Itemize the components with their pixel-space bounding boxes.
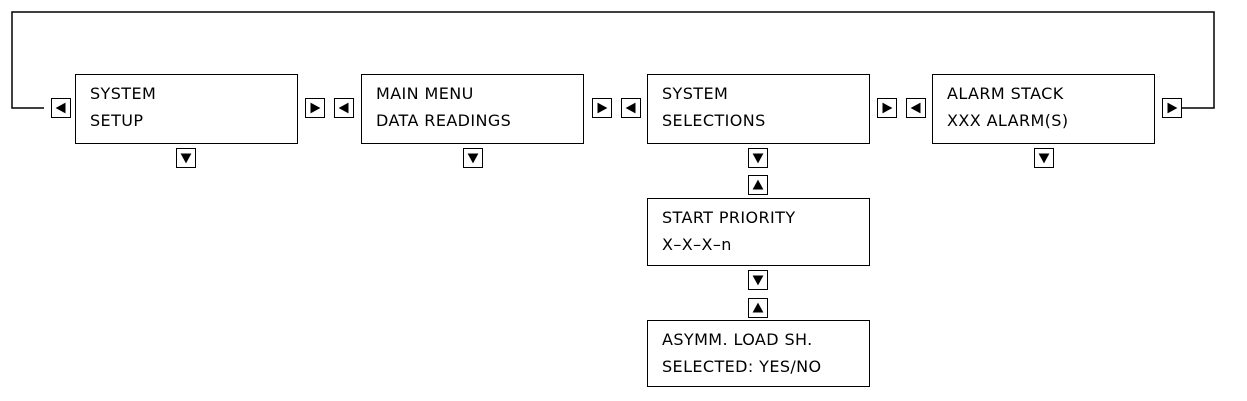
- screen-start-priority: START PRIORITY X–X–X–n: [647, 198, 870, 266]
- left-arrow-button[interactable]: [906, 98, 926, 118]
- left-arrow-button[interactable]: [51, 98, 71, 118]
- down-arrow-button[interactable]: [176, 148, 196, 168]
- screen-line: XXX ALARM(S): [947, 111, 1069, 130]
- screen-line: SETUP: [90, 111, 144, 130]
- down-arrow-icon: [752, 275, 764, 286]
- screen-line: ASYMM. LOAD SH.: [662, 330, 813, 349]
- wrap-around-connector: [11, 11, 1215, 109]
- down-arrow-button[interactable]: [748, 270, 768, 290]
- screen-line: X–X–X–n: [662, 235, 732, 254]
- right-arrow-icon: [597, 102, 608, 114]
- screen-main-menu: MAIN MENU DATA READINGS: [361, 74, 584, 144]
- right-arrow-icon: [310, 102, 321, 114]
- down-arrow-button[interactable]: [1034, 148, 1054, 168]
- screen-asymm-load: ASYMM. LOAD SH. SELECTED: YES/NO: [647, 320, 870, 387]
- down-arrow-button[interactable]: [463, 148, 483, 168]
- left-arrow-icon: [55, 102, 66, 114]
- down-arrow-button[interactable]: [748, 148, 768, 168]
- right-arrow-button[interactable]: [592, 98, 612, 118]
- up-arrow-button[interactable]: [748, 298, 768, 318]
- screen-line: SYSTEM: [662, 84, 729, 103]
- screen-alarm-stack: ALARM STACK XXX ALARM(S): [932, 74, 1155, 144]
- left-arrow-icon: [338, 102, 349, 114]
- down-arrow-icon: [467, 153, 479, 164]
- screen-system-selections: SYSTEM SELECTIONS: [647, 74, 870, 144]
- up-arrow-button[interactable]: [748, 175, 768, 195]
- left-arrow-icon: [625, 102, 636, 114]
- down-arrow-icon: [752, 153, 764, 164]
- right-arrow-button[interactable]: [305, 98, 325, 118]
- down-arrow-icon: [180, 153, 192, 164]
- left-arrow-icon: [910, 102, 921, 114]
- screen-line: DATA READINGS: [376, 111, 512, 130]
- screen-line: SELECTED: YES/NO: [662, 357, 822, 376]
- right-arrow-button[interactable]: [877, 98, 897, 118]
- screen-system-setup: SYSTEM SETUP: [75, 74, 298, 144]
- right-arrow-icon: [882, 102, 893, 114]
- right-arrow-button[interactable]: [1162, 98, 1182, 118]
- up-arrow-icon: [752, 302, 764, 313]
- screen-line: MAIN MENU: [376, 84, 474, 103]
- screen-line: START PRIORITY: [662, 208, 796, 227]
- screen-line: SELECTIONS: [662, 111, 766, 130]
- left-arrow-button[interactable]: [334, 98, 354, 118]
- up-arrow-icon: [752, 179, 764, 190]
- left-arrow-button[interactable]: [621, 98, 641, 118]
- down-arrow-icon: [1038, 153, 1050, 164]
- screen-line: SYSTEM: [90, 84, 157, 103]
- screen-line: ALARM STACK: [947, 84, 1064, 103]
- right-arrow-icon: [1167, 102, 1178, 114]
